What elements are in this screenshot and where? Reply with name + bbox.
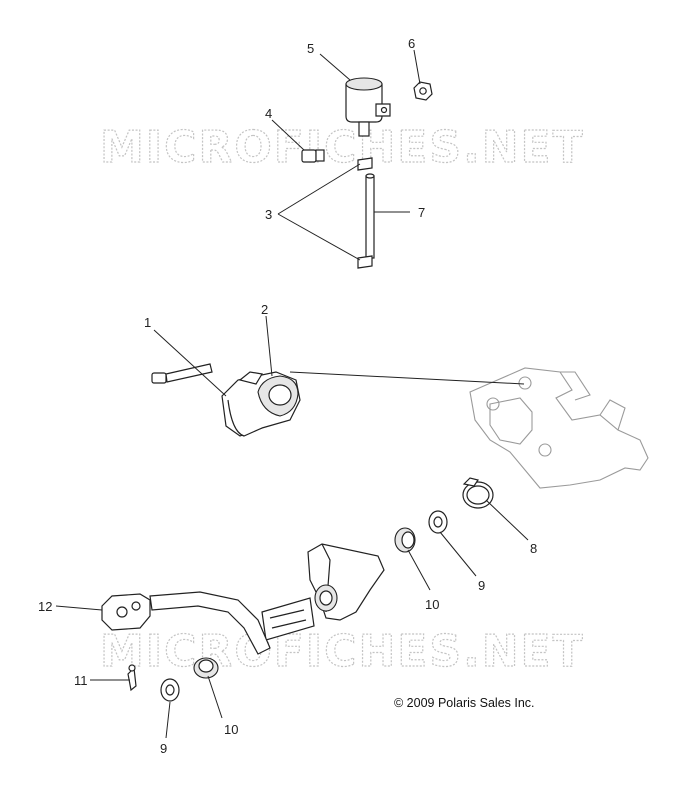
- callout-9-left: 9: [160, 741, 167, 756]
- callout-2: 2: [261, 302, 268, 317]
- washer-left: [160, 678, 180, 702]
- brake-reservoir: [345, 77, 391, 137]
- callout-11: 11: [74, 673, 88, 688]
- callout-10-left: 10: [224, 722, 238, 737]
- callout-12: 12: [38, 599, 52, 614]
- callout-8: 8: [530, 541, 537, 556]
- callout-10-right: 10: [425, 597, 439, 612]
- short-bolt: [301, 149, 325, 163]
- master-cylinder: [221, 371, 301, 437]
- bushing-right: [394, 527, 416, 553]
- long-bolt: [151, 363, 213, 384]
- frame-bracket-ghost: [469, 367, 649, 489]
- bushing-left: [193, 657, 219, 679]
- spring-clamp: [462, 477, 494, 509]
- copyright-notice: © 2009 Polaris Sales Inc.: [394, 696, 535, 710]
- leader-lines: [55, 49, 529, 739]
- brake-hose: [365, 173, 375, 259]
- callout-1: 1: [144, 315, 151, 330]
- watermark-top: MICROFICHES.NET: [100, 122, 585, 173]
- washer-right: [428, 510, 448, 534]
- hose-clamp-bottom: [357, 255, 373, 269]
- callout-7: 7: [418, 205, 425, 220]
- cotter-pin: [127, 664, 137, 692]
- callout-4: 4: [265, 106, 272, 121]
- callout-6: 6: [408, 36, 415, 51]
- brake-pedal: [149, 543, 385, 655]
- callout-9-right: 9: [478, 578, 485, 593]
- hose-clamp-top: [357, 157, 373, 171]
- callout-5: 5: [307, 41, 314, 56]
- watermark-bottom: MICROFICHES.NET: [100, 626, 585, 677]
- callout-3: 3: [265, 207, 272, 222]
- hex-nut: [413, 81, 433, 101]
- pedal-pad: [101, 593, 151, 631]
